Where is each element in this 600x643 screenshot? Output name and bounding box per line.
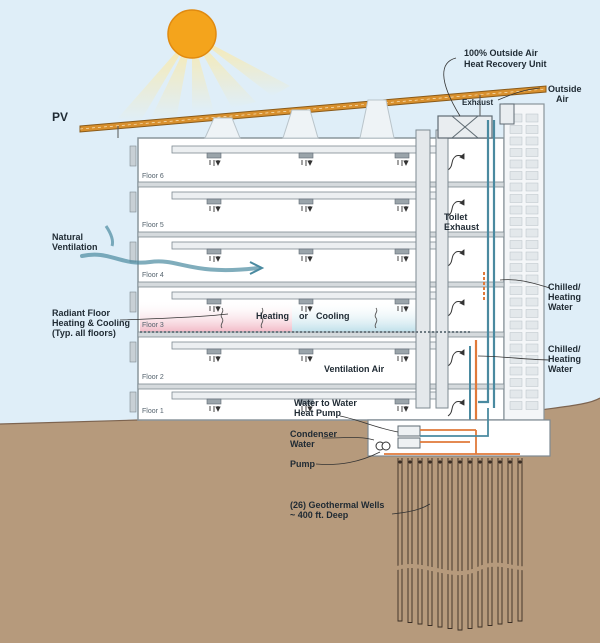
diffuser-icon [298, 198, 313, 212]
vertical-ducts [415, 129, 449, 409]
chilled-heating-water-1-line1: Chilled/ [548, 282, 581, 292]
diffuser-icon [206, 248, 221, 262]
ventilation-air-label: Ventilation Air [324, 364, 385, 374]
floor-slab [137, 231, 505, 238]
supply-duct [171, 241, 443, 250]
hrv-label-line2: Heat Recovery Unit [464, 59, 547, 69]
mechanical-room [367, 419, 551, 457]
geothermal-well-icon [391, 458, 537, 631]
chilled-heating-water-2-line1: Chilled/ [548, 344, 581, 354]
supply-duct [171, 341, 443, 350]
heat-recovery-unit [437, 103, 515, 139]
floor-label: Floor 4 [142, 272, 164, 279]
skylights [204, 99, 395, 139]
supply-duct [171, 145, 443, 154]
radiant-floor-label-line1: Radiant Floor [52, 308, 110, 318]
floor-slab [137, 383, 505, 390]
floor-slab [137, 181, 505, 188]
pump-label: Pump [290, 459, 316, 469]
diffuser-icon [206, 298, 221, 312]
supply-duct [171, 291, 443, 300]
floor-label: Floor 5 [142, 222, 164, 229]
diffuser-icon [206, 398, 221, 412]
outside-air-label-line2: Air [556, 94, 569, 104]
radiant-floor-label-line3: (Typ. all floors) [52, 328, 116, 338]
condenser-water-label-line2: Water [290, 439, 315, 449]
toilet-exhaust-label-line2: Exhaust [444, 222, 480, 232]
outside-air-label-line1: Outside [548, 84, 582, 94]
diffuser-icon [394, 348, 409, 362]
pv-label: PV [52, 110, 69, 124]
floor-slabs [129, 145, 505, 417]
window [129, 341, 137, 363]
diffuser-icon [206, 348, 221, 362]
condenser-water-label-line1: Condenser [290, 429, 338, 439]
window [129, 391, 137, 413]
geothermal-wells-label-line2: ~ 400 ft. Deep [290, 510, 349, 520]
natural-vent-label-line1: Natural [52, 232, 84, 242]
floor-label: Floor 3 [142, 322, 164, 329]
diffuser-icon [298, 298, 313, 312]
window [129, 291, 137, 313]
geothermal-wells-label-line1: (26) Geothermal Wells [290, 500, 385, 510]
w2w-heat-pump-label-line2: Heat Pump [294, 408, 342, 418]
cooling-label: Cooling [316, 311, 350, 321]
chilled-heating-water-1-line2: Heating [548, 292, 582, 302]
floor-label: Floor 6 [142, 173, 164, 180]
diffuser-icon [298, 248, 313, 262]
w2w-heat-pump-label-line1: Water to Water [294, 398, 357, 408]
heat-pump-icon [397, 425, 421, 449]
floor-label: Floor 1 [142, 408, 164, 415]
hrv-label-line1: 100% Outside Air [464, 48, 538, 58]
diffuser-icon [394, 152, 409, 166]
or-label: or [299, 311, 308, 321]
diffuser-icon [394, 398, 409, 412]
radiant-floor-label-line2: Heating & Cooling [52, 318, 130, 328]
heating-label: Heating [256, 311, 290, 321]
diffuser-icon [298, 348, 313, 362]
exhaust-label: Exhaust [462, 98, 494, 107]
floor-slab [137, 281, 505, 288]
diffuser-icon [394, 248, 409, 262]
natural-vent-label-line2: Ventilation [52, 242, 98, 252]
window [129, 145, 137, 167]
pump-icon [375, 441, 391, 451]
diffuser-icon [394, 198, 409, 212]
diffuser-icon [298, 398, 313, 412]
leader-lines [119, 57, 551, 515]
ground [0, 398, 600, 643]
sun-icon [167, 9, 217, 59]
chilled-heating-water-2-line2: Heating [548, 354, 582, 364]
chilled-heating-water-2-line3: Water [548, 364, 573, 374]
floor-label: Floor 2 [142, 374, 164, 381]
building-envelope [137, 137, 505, 421]
window [129, 241, 137, 263]
toilet-exhaust-label-line1: Toilet [444, 212, 468, 222]
supply-duct [171, 191, 443, 200]
diffuser-icon [394, 298, 409, 312]
diffuser-icon [298, 152, 313, 166]
hydronic-pipes [140, 120, 496, 430]
chilled-heating-water-1-line3: Water [548, 302, 573, 312]
diffuser-icon [206, 198, 221, 212]
airflow-arrow-icon [80, 225, 265, 275]
window [129, 191, 137, 213]
tower-windows [509, 113, 539, 410]
diffuser-icon [206, 152, 221, 166]
cooling-zone [292, 300, 422, 332]
